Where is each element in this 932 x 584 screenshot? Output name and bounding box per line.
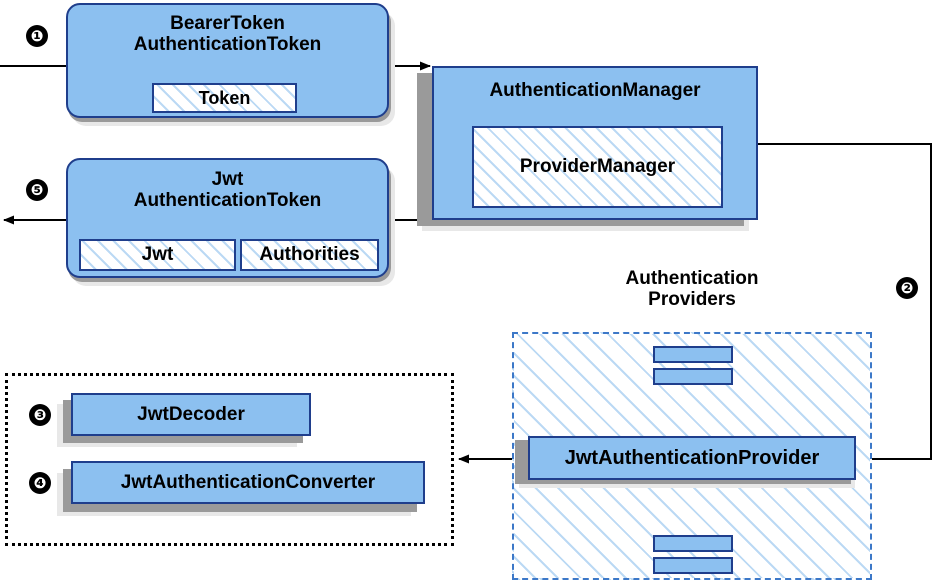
jwt-token-field-authorities: Authorities: [240, 239, 379, 271]
step-marker-3: ❸: [29, 404, 51, 426]
step-marker-1-glyph: ❶: [30, 27, 44, 45]
jwt-token-title-line1: Jwt: [211, 169, 244, 190]
node-jwt-authentication-token[interactable]: Jwt AuthenticationToken Jwt Authorities: [66, 158, 389, 278]
provider-bar-bottom-1: [653, 535, 733, 552]
jwt-token-field-jwt-label: Jwt: [141, 244, 174, 265]
jwt-token-title-line2: AuthenticationToken: [133, 190, 322, 212]
node-authentication-manager[interactable]: AuthenticationManager ProviderManager: [432, 66, 758, 220]
step-marker-5: ❺: [26, 179, 48, 201]
bearer-token-title-line2: AuthenticationToken: [133, 34, 322, 56]
jwt-token-field-jwt: Jwt: [79, 239, 236, 271]
step-marker-3-glyph: ❸: [33, 406, 47, 424]
node-jwt-authentication-converter[interactable]: JwtAuthenticationConverter: [71, 461, 425, 504]
jwt-authentication-provider-title: JwtAuthenticationProvider: [564, 446, 820, 469]
node-bearer-token-authentication-token[interactable]: BearerToken AuthenticationToken Token: [66, 3, 389, 118]
step-marker-1: ❶: [26, 25, 48, 47]
jwt-decoder-title: JwtDecoder: [137, 403, 245, 425]
authentication-providers-label-line2: Providers: [648, 289, 736, 311]
step-marker-5-glyph: ❺: [30, 181, 44, 199]
jwt-authentication-converter-title: JwtAuthenticationConverter: [120, 471, 376, 493]
provider-manager-label: ProviderManager: [519, 156, 676, 177]
bearer-token-title-line1: BearerToken: [170, 13, 285, 34]
provider-bar-top-2: [653, 368, 733, 385]
step-marker-4: ❹: [29, 472, 51, 494]
jwt-token-field-authorities-label: Authorities: [259, 244, 360, 265]
bearer-token-field-token-label: Token: [198, 87, 251, 108]
authentication-providers-label-line1: Authentication: [625, 268, 759, 289]
authentication-providers-label: Authentication Providers: [592, 268, 792, 311]
authentication-manager-title: AuthenticationManager: [489, 80, 701, 101]
node-jwt-authentication-provider[interactable]: JwtAuthenticationProvider: [528, 436, 856, 480]
step-marker-4-glyph: ❹: [33, 474, 47, 492]
step-marker-2: ❷: [896, 277, 918, 299]
step-marker-2-glyph: ❷: [900, 279, 914, 297]
authentication-manager-field-provider-manager: ProviderManager: [472, 126, 723, 208]
provider-bar-top-1: [653, 346, 733, 363]
jwt-support-region: [5, 373, 454, 546]
bearer-token-field-token: Token: [152, 83, 297, 113]
node-jwt-decoder[interactable]: JwtDecoder: [71, 393, 311, 436]
provider-bar-bottom-2: [653, 557, 733, 574]
